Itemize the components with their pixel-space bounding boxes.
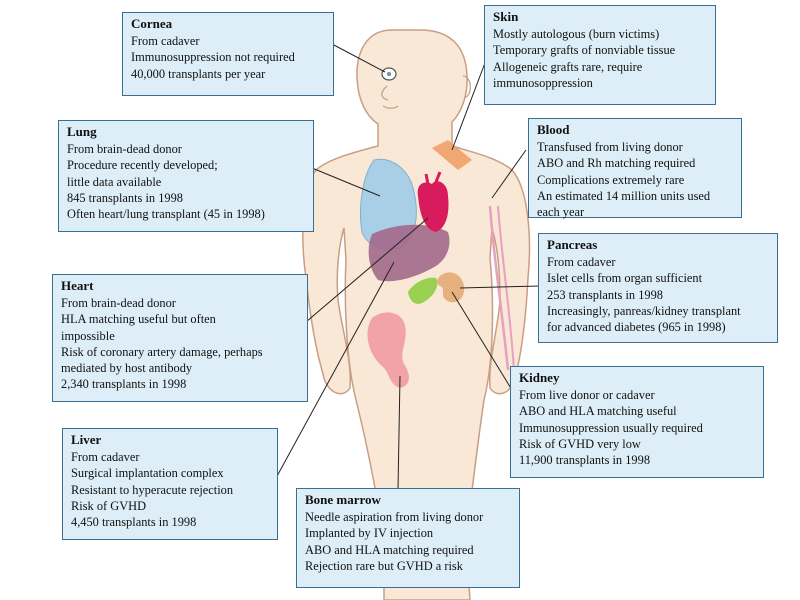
cornea-title: Cornea: [131, 16, 173, 31]
skin-title: Skin: [493, 9, 519, 24]
kidney-line: From live donor or cadaver: [519, 388, 655, 403]
heart-line: mediated by host antibody: [61, 361, 193, 376]
heart-line: From brain-dead donor: [61, 296, 176, 311]
blood-box: Blood Transfused from living donor ABO a…: [528, 118, 742, 220]
bone-marrow-line: Implanted by IV injection: [305, 526, 434, 541]
leader-line-skin: [451, 54, 489, 151]
liver-box: Liver From cadaver Surgical implantation…: [62, 428, 278, 540]
pancreas-box: Pancreas From cadaver Islet cells from o…: [538, 233, 778, 343]
blood-line: An estimated 14 million units used: [537, 188, 711, 203]
liver-line: 4,450 transplants in 1998: [71, 515, 197, 530]
lung-line: Often heart/lung transplant (45 in 1998): [67, 207, 265, 222]
kidney-line: ABO and HLA matching useful: [519, 404, 677, 419]
lung-line: Procedure recently developed;: [67, 158, 218, 173]
liver-title: Liver: [71, 432, 102, 447]
liver-shape: [368, 224, 450, 282]
kidney-line: Risk of GVHD very low: [519, 436, 641, 451]
cornea-line: 40,000 transplants per year: [131, 66, 266, 81]
liver-line: Resistant to hyperacute rejection: [71, 482, 234, 497]
kidney-title: Kidney: [519, 370, 560, 385]
blood-vessel-2: [497, 205, 515, 371]
lung-line: From brain-dead donor: [67, 142, 182, 157]
pancreas-line: Islet cells from organ sufficient: [547, 271, 703, 286]
heart-box: Heart From brain-dead donor HLA matching…: [52, 274, 308, 402]
blood-line: ABO and Rh matching required: [537, 156, 696, 171]
leader-line-blood: [491, 149, 527, 199]
pancreas-line: Increasingly, panreas/kidney transplant: [547, 303, 741, 318]
lung-line: 845 transplants in 1998: [67, 190, 183, 205]
heart-line: Risk of coronary artery damage, perhaps: [61, 344, 263, 359]
skin-line: immunosoppression: [493, 75, 593, 90]
heart-line: HLA matching useful but often: [61, 312, 216, 327]
pancreas-line: From cadaver: [547, 255, 616, 270]
heart-shape: [417, 181, 449, 232]
nose-shape: [381, 85, 389, 101]
kidney-box: Kidney From live donor or cadaver ABO an…: [510, 366, 764, 478]
skin-graft-patch: [432, 140, 472, 170]
lung-box: Lung From brain-dead donor Procedure rec…: [58, 120, 314, 232]
lung-line: little data available: [67, 174, 162, 189]
leader-line-lung: [311, 167, 381, 197]
mouth-shape: [382, 105, 399, 109]
bone-marrow-line: ABO and HLA matching required: [305, 542, 474, 557]
skin-line: Allogeneic grafts rare, require: [493, 59, 643, 74]
leader-line-liver: [275, 261, 395, 479]
bone-marrow-box: Bone marrow Needle aspiration from livin…: [296, 488, 520, 588]
cornea-iris: [387, 72, 391, 76]
heart-line: impossible: [61, 328, 115, 343]
blood-line: Complications extremely rare: [537, 172, 685, 187]
leader-line-bone-marrow: [397, 375, 401, 491]
skin-line: Mostly autologous (burn victims): [493, 27, 660, 42]
leader-line-pancreas: [459, 285, 541, 289]
heart-line: 2,340 transplants in 1998: [61, 377, 187, 392]
blood-line: Transfused from living donor: [537, 140, 683, 155]
lung-title: Lung: [67, 124, 97, 139]
heart-vessels: [424, 171, 442, 185]
cornea-line: From cadaver: [131, 34, 200, 49]
blood-title: Blood: [537, 122, 570, 137]
pancreas-title: Pancreas: [547, 237, 598, 252]
kidney-shape: [437, 272, 465, 303]
pancreas-line: 253 transplants in 1998: [547, 287, 663, 302]
kidney-line: 11,900 transplants in 1998: [519, 453, 651, 468]
bone-marrow-title: Bone marrow: [305, 492, 381, 507]
bone-marrow-pelvis-shape: [367, 312, 409, 388]
liver-line: Risk of GVHD: [71, 498, 147, 513]
bone-marrow-line: Rejection rare but GVHD a risk: [305, 558, 463, 573]
heart-title: Heart: [61, 278, 94, 293]
cornea-line: Immunosuppression not required: [131, 50, 295, 65]
leader-line-heart: [305, 217, 429, 323]
liver-line: From cadaver: [71, 450, 140, 465]
ear-shape: [462, 75, 471, 99]
kidney-line: Immunosuppression usually required: [519, 420, 703, 435]
cornea-box: Cornea From cadaver Immunosuppression no…: [122, 12, 334, 96]
leader-lines: [275, 43, 541, 491]
pancreas-line: for advanced diabetes (965 in 1998): [547, 320, 726, 335]
blood-line: each year: [537, 205, 585, 220]
pancreas-shape: [408, 277, 438, 304]
skin-box: Skin Mostly autologous (burn victims) Te…: [484, 5, 716, 105]
skin-line: Temporary grafts of nonviable tissue: [493, 43, 676, 58]
bone-marrow-line: Needle aspiration from living donor: [305, 510, 484, 525]
leader-line-kidney: [451, 291, 513, 391]
blood-vessel-1: [488, 205, 510, 371]
liver-line: Surgical implantation complex: [71, 466, 224, 481]
leader-line-cornea: [331, 43, 386, 73]
